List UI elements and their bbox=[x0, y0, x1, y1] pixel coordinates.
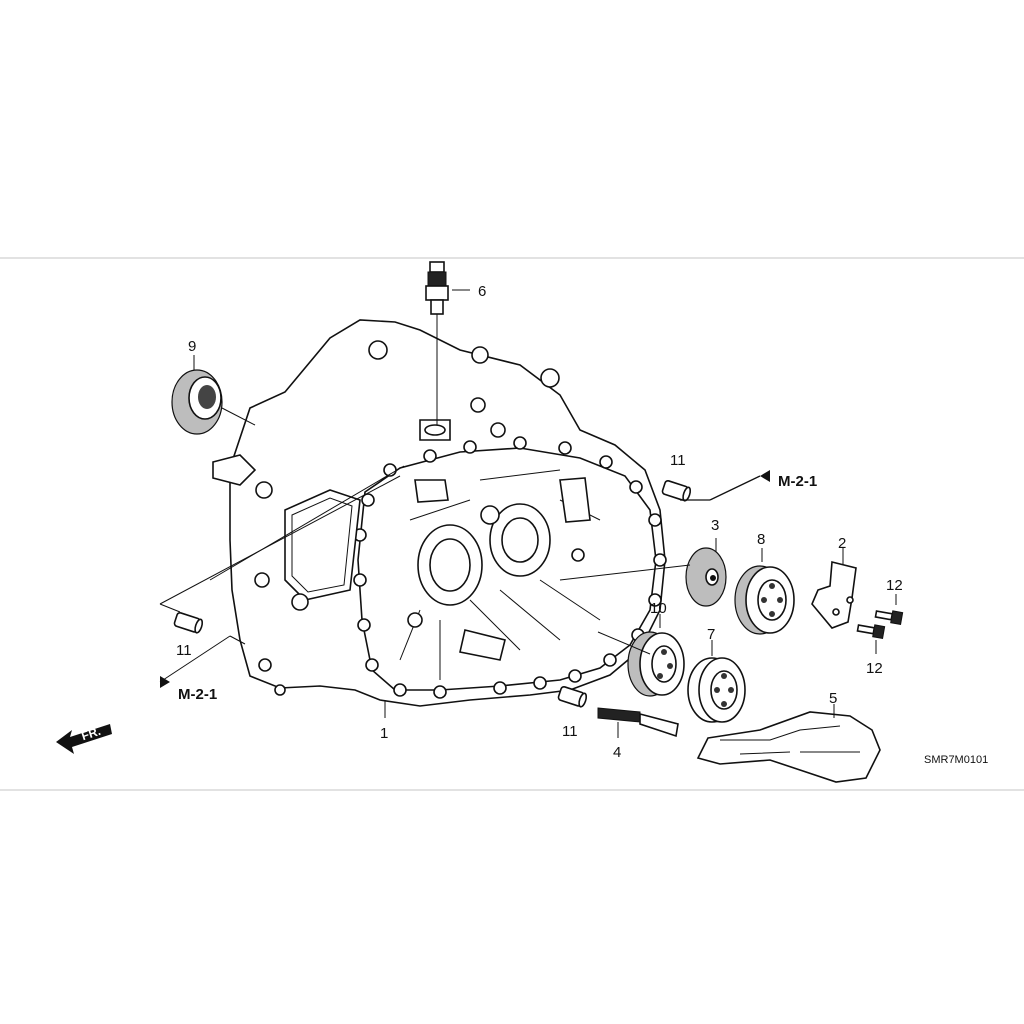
part-12-bolts bbox=[856, 594, 904, 654]
part-5-cover bbox=[696, 704, 881, 783]
reference-m21-top: M-2-1 bbox=[778, 473, 817, 490]
leader-lines bbox=[159, 465, 761, 718]
callout-11-top: 11 bbox=[670, 452, 686, 469]
arrow-m21-bottom bbox=[160, 676, 170, 688]
callout-6: 6 bbox=[478, 283, 486, 300]
callout-12-top: 12 bbox=[886, 577, 903, 594]
callout-1: 1 bbox=[380, 725, 388, 742]
part-6-sensor bbox=[425, 261, 470, 425]
arrow-m21-top bbox=[760, 470, 770, 482]
callout-11-bottom: 11 bbox=[562, 723, 578, 740]
callout-5: 5 bbox=[829, 690, 837, 707]
callout-4: 4 bbox=[613, 744, 621, 761]
part-2-bracket bbox=[811, 548, 857, 629]
part-9-oil-seal bbox=[171, 355, 256, 435]
part-3-washer bbox=[685, 538, 727, 607]
part-4-plate bbox=[597, 707, 679, 738]
front-marker-text: FR. bbox=[80, 724, 103, 743]
flange-bolt-holes bbox=[353, 436, 667, 699]
callout-9: 9 bbox=[188, 338, 196, 355]
part-7-bearing bbox=[687, 640, 746, 723]
part-8-bearing bbox=[734, 548, 795, 635]
reference-m21-bottom: M-2-1 bbox=[178, 686, 217, 703]
callout-3: 3 bbox=[711, 517, 719, 534]
diagram-code: SMR7M0101 bbox=[924, 754, 988, 766]
clutch-housing bbox=[212, 319, 667, 707]
part-10-bearing bbox=[627, 614, 685, 697]
callout-2: 2 bbox=[838, 535, 846, 552]
callout-8: 8 bbox=[757, 531, 765, 548]
callout-10: 10 bbox=[650, 600, 667, 617]
front-direction-arrow: FR. bbox=[56, 724, 112, 754]
part-11-dowel-pins bbox=[173, 479, 692, 708]
callout-12-bottom: 12 bbox=[866, 660, 883, 677]
callout-11-left: 11 bbox=[176, 642, 192, 659]
callout-7: 7 bbox=[707, 626, 715, 643]
